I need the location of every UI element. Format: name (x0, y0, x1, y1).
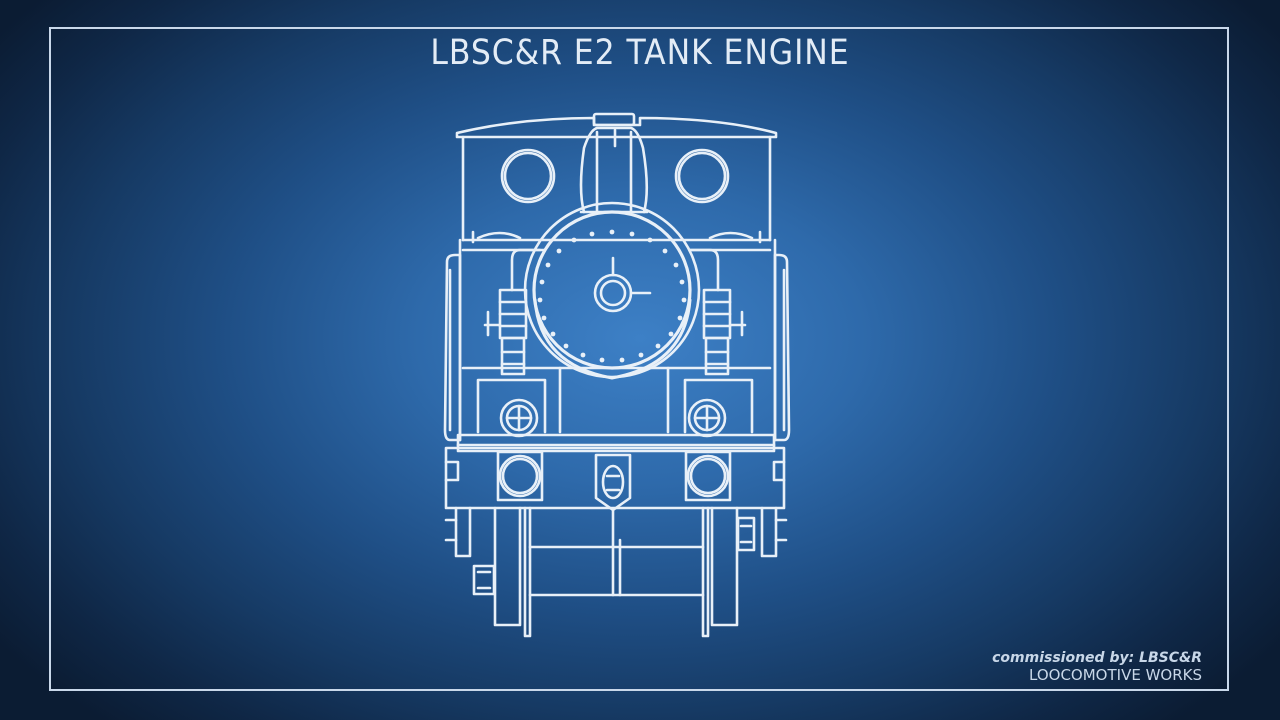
buffer-left (496, 450, 544, 502)
wheel-left (493, 506, 532, 638)
wheel-right (701, 506, 739, 638)
credit-commissioned: commissioned by: LBSC&R (992, 650, 1202, 666)
smokebox-rivets (537, 229, 687, 363)
cab-window-left (500, 148, 556, 204)
axlebox-left (472, 564, 496, 596)
coupling (594, 453, 632, 512)
cab-roof (455, 116, 778, 139)
buffer-beam (456, 433, 776, 453)
blueprint-title: LBSC&R E2 TANK ENGINE (430, 33, 850, 73)
smokebox (523, 201, 701, 379)
cab-window-right (674, 148, 730, 204)
chimney (579, 126, 649, 214)
buffer-right (684, 450, 732, 502)
credit-works: LOOCOMOTIVE WORKS (1029, 666, 1202, 684)
blueprint-frame (49, 27, 1229, 691)
credit-block: commissioned by: LBSC&R LOOCOMOTIVE WORK… (992, 650, 1202, 684)
axlebox-right (736, 516, 756, 552)
